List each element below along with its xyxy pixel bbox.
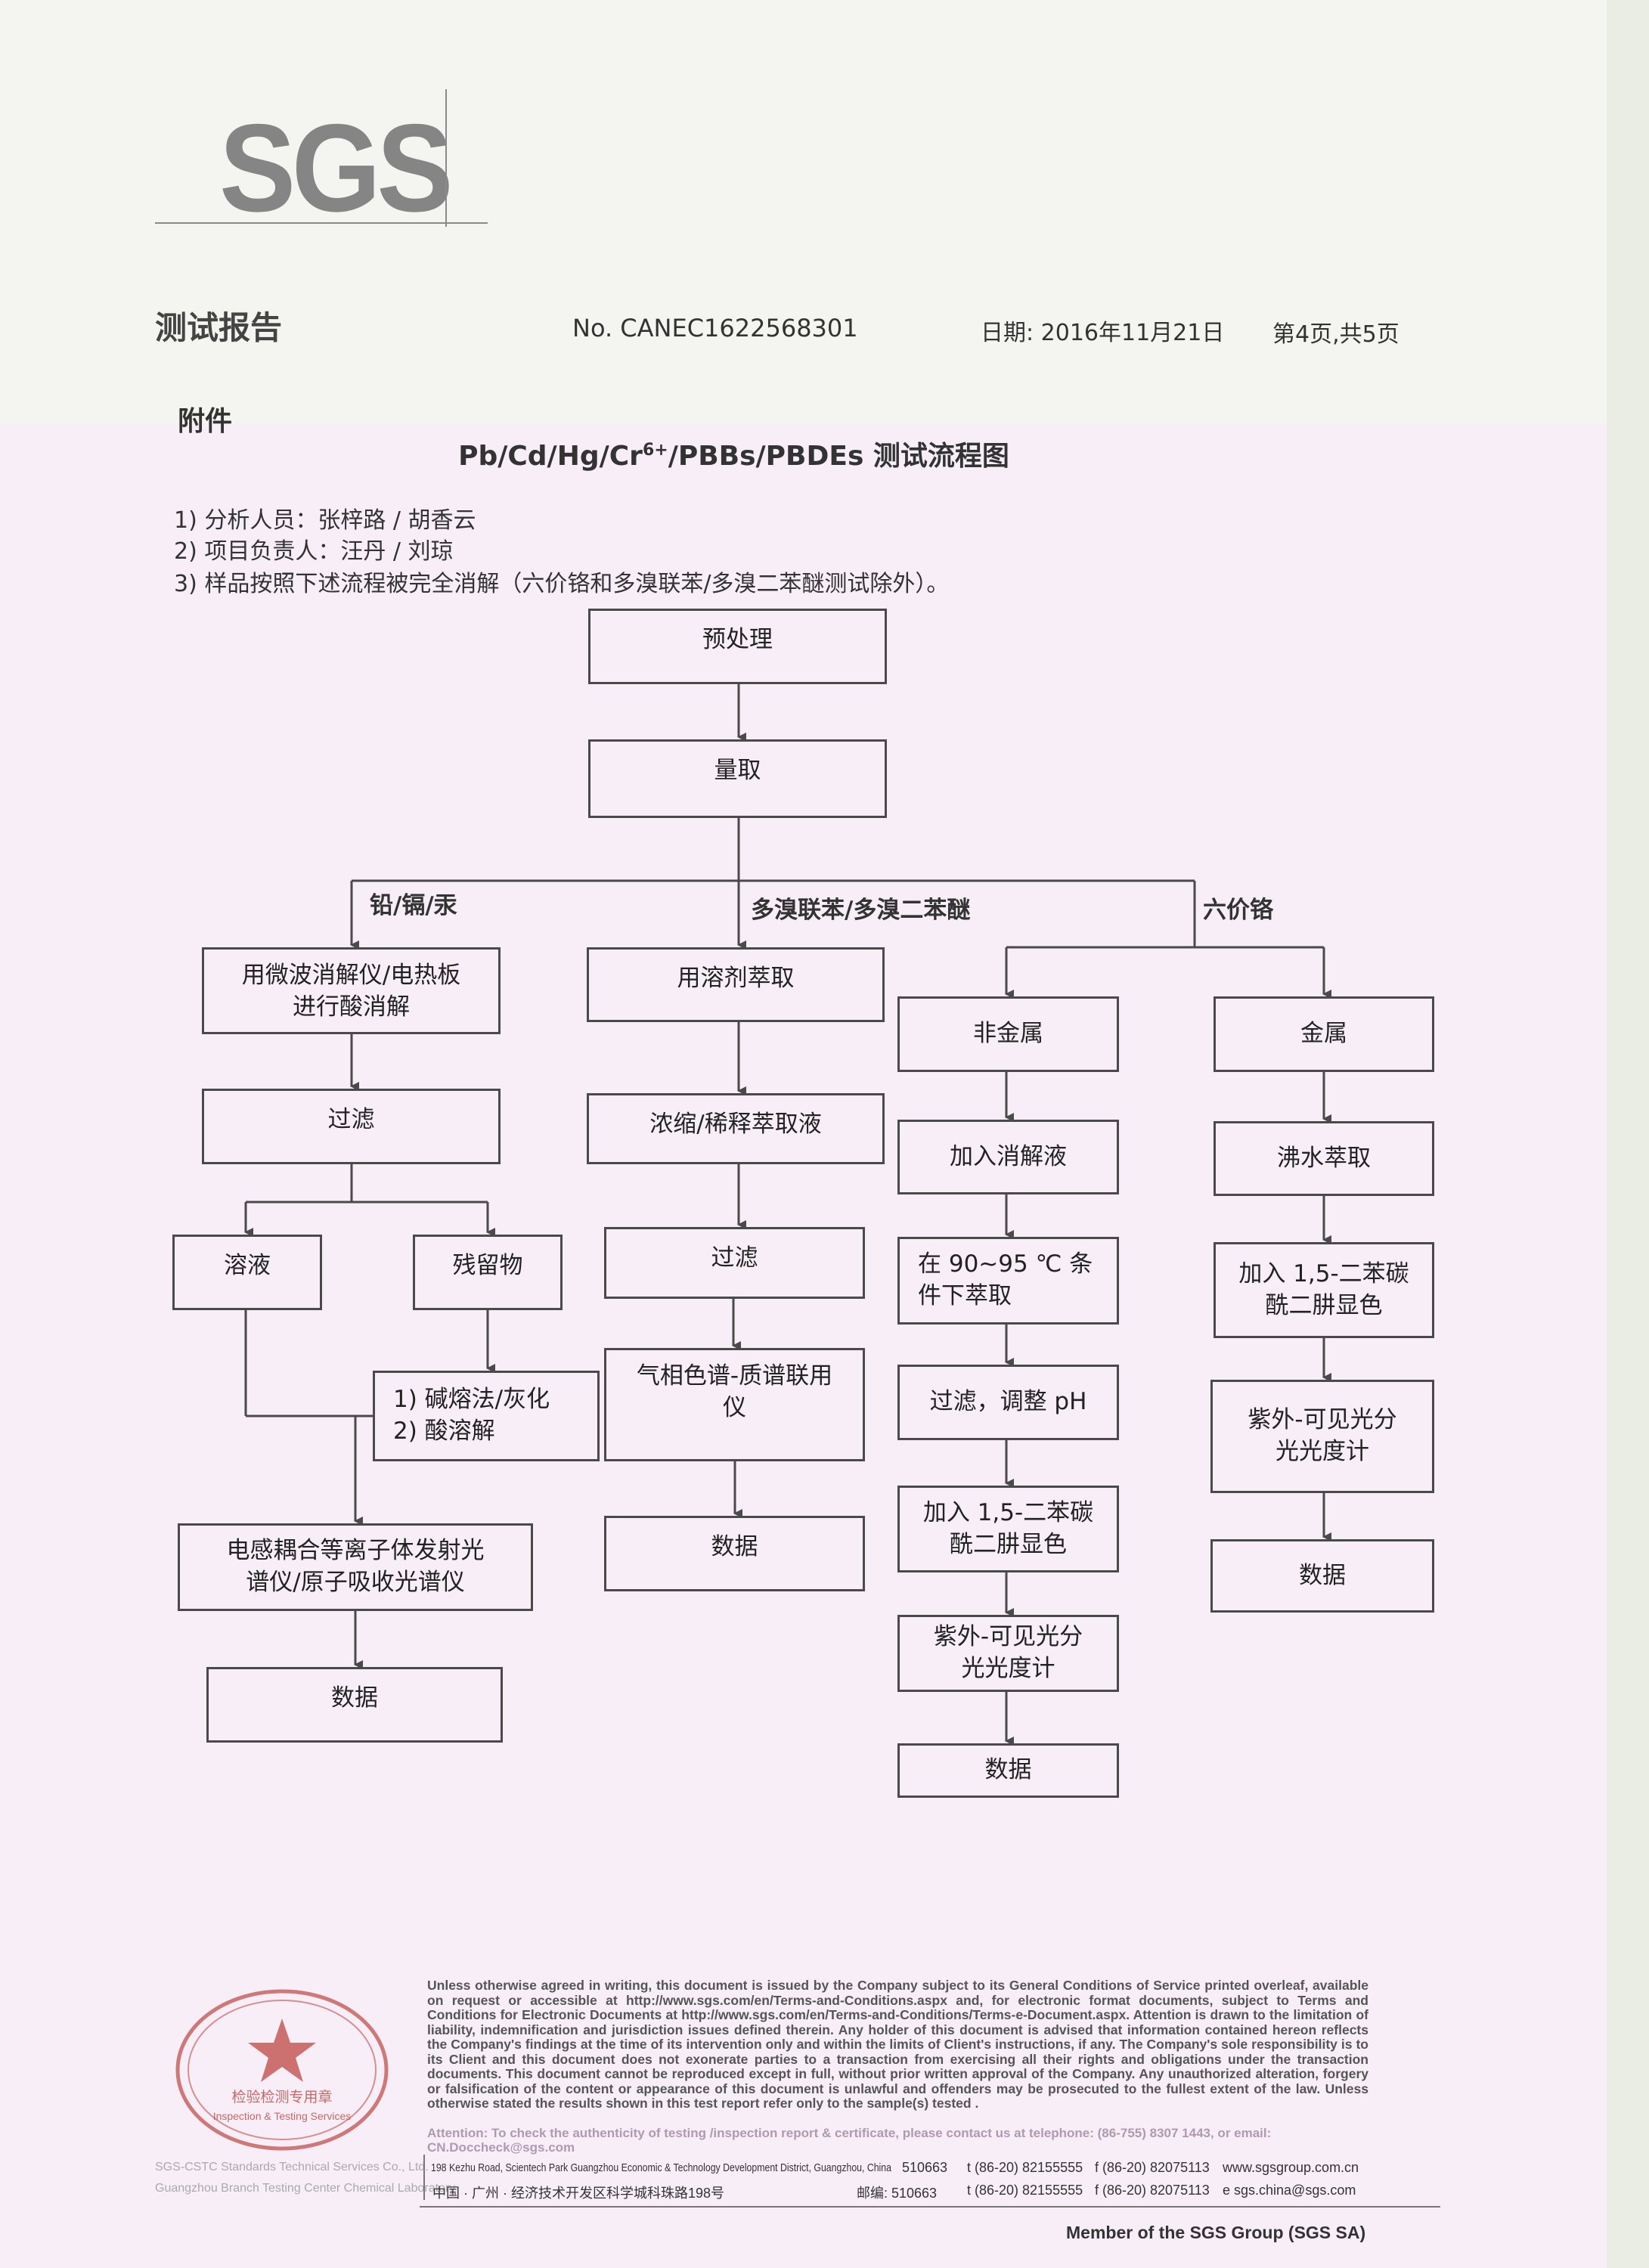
fax-2: f (86-20) 82075113 — [1095, 2183, 1210, 2198]
step-color-development-nonmetal: 加入 1,5-二苯碳酰二肼显色 — [897, 1486, 1119, 1572]
step-concentrate-dilute: 浓缩/稀释萃取液 — [587, 1093, 885, 1164]
step-data-nonmetal: 数据 — [897, 1743, 1119, 1798]
step-pretreatment: 预处理 — [588, 609, 887, 684]
page-info: 第4页,共5页 — [1272, 321, 1399, 348]
page-edge — [1607, 0, 1649, 2268]
step-metal: 金属 — [1214, 996, 1434, 1072]
step-color-development-metal: 加入 1,5-二苯碳酰二肼显色 — [1214, 1242, 1434, 1338]
email: e sgs.china@sgs.com — [1223, 2183, 1356, 2198]
fax: f (86-20) 82075113 — [1095, 2160, 1210, 2175]
step-data-pbb: 数据 — [604, 1516, 865, 1591]
document-title: 测试报告 — [155, 309, 283, 346]
terms-paragraph: Unless otherwise agreed in writing, this… — [427, 1978, 1368, 2111]
step-solution: 溶液 — [172, 1235, 322, 1310]
step-heat-extraction: 在 90~95 ℃ 条件下萃取 — [897, 1237, 1119, 1325]
page-background-band — [0, 423, 1610, 2268]
sgs-logo: SGS — [219, 98, 454, 237]
step-uv-vis-nonmetal: 紫外-可见光分光光度计 — [897, 1615, 1119, 1692]
phone-2: t (86-20) 82155555 — [967, 2183, 1083, 2198]
step-data-metal: 数据 — [1210, 1539, 1434, 1613]
step-filter-adjust-ph: 过滤，调整 pH — [897, 1365, 1119, 1440]
footer-rule — [420, 2206, 1440, 2208]
step-uv-vis-metal: 紫外-可见光分光光度计 — [1210, 1380, 1434, 1493]
logo-underline — [155, 222, 488, 224]
step-data-metals: 数据 — [206, 1667, 503, 1743]
e-document-terms-link[interactable]: http://www.sgs.com/en/Terms-and-Conditio… — [681, 2007, 1127, 2022]
logo-divider — [445, 89, 447, 227]
website: www.sgsgroup.com.cn — [1223, 2160, 1359, 2175]
branch-label-metals: 铅/镉/汞 — [370, 892, 457, 919]
document-date: 日期: 2016年11月21日 — [981, 320, 1225, 346]
step-solvent-extraction: 用溶剂萃取 — [587, 947, 885, 1022]
terms-link[interactable]: http://www.sgs.com/en/Terms-and-Conditio… — [626, 1992, 947, 2008]
step-filter-pbb: 过滤 — [604, 1227, 865, 1299]
address-cn: 中国 · 广州 · 经济技术开发区科学城科珠路198号 — [432, 2186, 725, 2201]
step-measure: 量取 — [588, 739, 887, 818]
sgs-group-membership: Member of the SGS Group (SGS SA) — [1066, 2223, 1366, 2242]
address-en: 198 Kezhu Road, Scientech Park Guangzhou… — [431, 2161, 891, 2174]
step-acid-digestion: 用微波消解仪/电热板进行酸消解 — [202, 947, 501, 1034]
phone: t (86-20) 82155555 — [967, 2160, 1083, 2175]
step-filter-metals: 过滤 — [202, 1089, 501, 1164]
inspection-stamp: 检验检测专用章 Inspection & Testing Services — [175, 1989, 389, 2151]
branch-label-pbb: 多溴联苯/多溴二苯醚 — [751, 897, 971, 924]
svg-text:Inspection & Testing Services: Inspection & Testing Services — [213, 2110, 352, 2122]
note-analyst: 1) 分析人员：张梓路 / 胡香云 — [174, 507, 476, 534]
step-boiling-water-extraction: 沸水萃取 — [1214, 1121, 1434, 1196]
step-add-digestion-solution: 加入消解液 — [897, 1120, 1119, 1194]
attention-notice: Attention: To check the authenticity of … — [427, 2126, 1272, 2155]
company-name-en: SGS-CSTC Standards Technical Services Co… — [155, 2161, 429, 2174]
note-project-lead: 2) 项目负责人：汪丹 / 刘琼 — [174, 538, 454, 565]
note-procedure: 3) 样品按照下述流程被完全消解（六价铬和多溴联苯/多溴二苯醚测试除外）。 — [174, 571, 950, 597]
footer-divider — [423, 2155, 425, 2200]
attachment-label: 附件 — [178, 406, 233, 437]
step-residue: 残留物 — [413, 1235, 563, 1310]
branch-label-cr6: 六价铬 — [1203, 897, 1273, 924]
svg-text:检验检测专用章: 检验检测专用章 — [231, 2089, 332, 2105]
document-number: No. CANEC1622568301 — [572, 314, 858, 342]
step-icp-aas: 电感耦合等离子体发射光谱仪/原子吸收光谱仪 — [178, 1523, 533, 1611]
step-nonmetal: 非金属 — [897, 996, 1119, 1072]
zip-en: 510663 — [902, 2160, 948, 2175]
zip-cn: 邮编: 510663 — [857, 2186, 938, 2201]
step-gcms: 气相色谱-质谱联用仪 — [604, 1348, 865, 1461]
flowchart-title: Pb/Cd/Hg/Cr6+/PBBs/PBDEs 测试流程图 — [458, 441, 1009, 472]
company-branch-en: Guangzhou Branch Testing Center Chemical… — [155, 2182, 456, 2195]
